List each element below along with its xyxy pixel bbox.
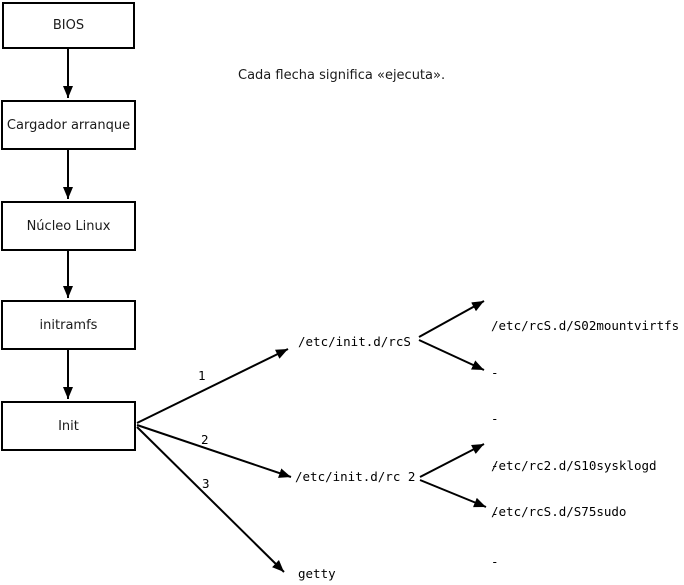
ellipsis-dash: - — [491, 411, 499, 426]
node-bootloader-label: Cargador arranque — [6, 117, 131, 133]
ellipsis-dash: - — [491, 457, 499, 473]
branch-number-3: 3 — [202, 476, 210, 491]
node-initramfs: initramfs — [1, 300, 136, 350]
rcs-script-last: /etc/rcS.d/S75sudo — [491, 504, 627, 519]
node-init: Init — [1, 401, 136, 451]
branch-number-1: 1 — [198, 368, 206, 383]
rc2-script-list: /etc/rc2.d/S10sysklogd - - - /etc/rc2.d/… — [491, 427, 657, 585]
ellipsis-dash: - — [491, 506, 499, 521]
node-init-label: Init — [58, 418, 79, 434]
branch-number-2: 2 — [201, 432, 209, 447]
path-getty: getty — [298, 566, 336, 581]
path-init-d-rc2: /etc/init.d/rc 2 — [295, 469, 416, 484]
node-initramfs-label: initramfs — [39, 317, 98, 333]
rc2-script-first: /etc/rc2.d/S10sysklogd — [491, 458, 657, 473]
arrow-init-to-rcs — [136, 348, 289, 424]
node-bootloader: Cargador arranque — [1, 100, 136, 150]
ellipsis-dash: - — [491, 364, 499, 380]
rcs-script-list: /etc/rcS.d/S02mountvirtfs - - - /etc/rcS… — [491, 288, 679, 551]
arrow-rc2-to-last-script — [419, 479, 487, 508]
arrow-init-to-rc2 — [136, 424, 292, 478]
arrow-init-to-getty — [136, 426, 285, 573]
rcs-script-first: /etc/rcS.d/S02mountvirtfs — [491, 318, 680, 333]
node-bios-label: BIOS — [52, 18, 85, 33]
node-kernel: Núcleo Linux — [1, 201, 136, 251]
path-init-d-rcs: /etc/init.d/rcS — [298, 334, 411, 349]
ellipsis-dash: - — [491, 554, 499, 569]
node-kernel-label: Núcleo Linux — [26, 218, 111, 234]
node-bios: BIOS — [2, 2, 135, 49]
arrow-rcs-to-first-script — [418, 300, 485, 338]
legend-note: Cada flecha significa «ejecuta». — [238, 68, 446, 83]
arrow-rc2-to-first-script — [419, 443, 485, 478]
arrow-rcs-to-last-script — [418, 339, 485, 371]
